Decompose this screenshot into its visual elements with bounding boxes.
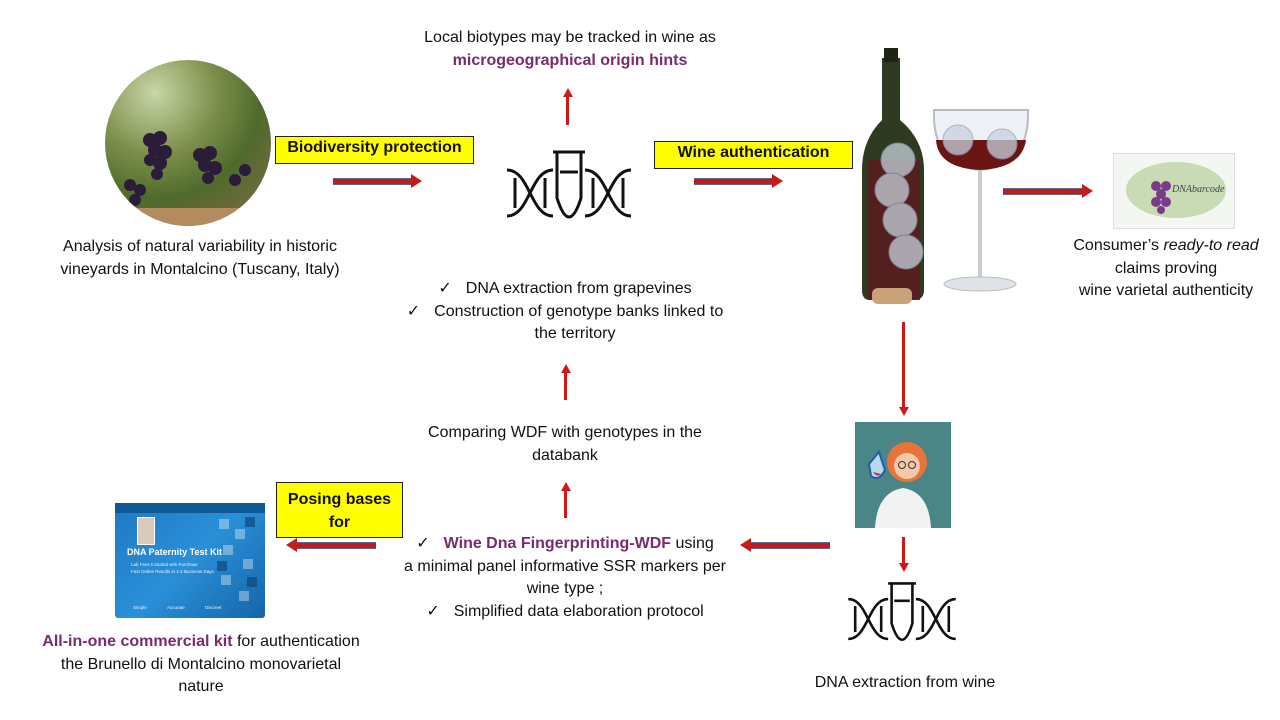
arrow-up-lower xyxy=(560,482,571,518)
dna-kit-box: DNA Paternity Test Kit Lab Fees Included… xyxy=(115,503,265,618)
kit-caption-line3: nature xyxy=(178,678,224,695)
wdf-line2: a minimal panel informative SSR markers … xyxy=(404,557,726,575)
compare-line2: databank xyxy=(532,446,598,464)
kit-pattern xyxy=(217,517,257,601)
kit-bullet-1: Lab Fees Included with Purchase xyxy=(131,562,198,567)
posing-bases-label: Posing bases for xyxy=(276,482,403,538)
check-item-1-text: DNA extraction from grapevines xyxy=(465,280,692,297)
wine-authentication-label: Wine authentication xyxy=(654,141,853,169)
kit-caption-line2: the Brunello di Montalcino monovarietal xyxy=(60,655,342,673)
consumer-italic: ready-to read xyxy=(1163,237,1259,254)
top-note-highlight: microgeographical origin hints xyxy=(452,51,688,69)
arrow-up-middle xyxy=(560,364,571,400)
check-icon: ✓ xyxy=(438,280,452,297)
arrow-wine-down xyxy=(898,322,909,416)
posing-line2: for xyxy=(328,514,351,531)
top-note-line1: Local biotypes may be tracked in wine as xyxy=(424,29,716,46)
dna-tube-icon-top xyxy=(506,150,632,219)
wine-bottle-glass-image xyxy=(862,40,1052,308)
wdf-block: ✓ Wine Dna Fingerprinting-WDF using a min… xyxy=(375,533,755,623)
kit-bullet-2: Fast Online Results in 1-2 Business Days xyxy=(131,569,214,574)
center-checklist: ✓ DNA extraction from grapevines ✓ Constru… xyxy=(375,278,755,346)
grape-clusters xyxy=(105,131,271,226)
arrow-wdf-to-kit xyxy=(286,537,376,552)
check-item-2-text: Construction of genotype banks linked to xyxy=(434,302,724,320)
kit-caption-highlight: All-in-one commercial kit xyxy=(42,633,233,650)
kit-foot-1: Simple xyxy=(133,605,147,610)
biodiversity-label: Biodiversity protection xyxy=(275,136,474,164)
scientist-image xyxy=(855,422,951,528)
consumer-line3: wine varietal authenticity xyxy=(1078,282,1254,299)
wdf-highlight: Wine Dna Fingerprinting-WDF xyxy=(443,535,672,552)
kit-foot-3: Discreet xyxy=(205,605,222,610)
check-icon: ✓ xyxy=(416,535,430,552)
arrow-wine-to-logo xyxy=(1003,183,1093,198)
posing-line1: Posing bases xyxy=(287,491,392,508)
vineyard-caption-line1: Analysis of natural variability in histo… xyxy=(63,238,337,255)
arrow-scientist-to-wdf xyxy=(740,537,830,552)
grape-logo-icon xyxy=(1151,181,1171,214)
consumer-caption: Consumer’s ready-to read claims proving … xyxy=(1045,235,1280,303)
consumer-prefix: Consumer’s xyxy=(1073,237,1164,254)
dna-tube-icon-bottom xyxy=(848,582,956,642)
vineyard-caption: Analysis of natural variability in histo… xyxy=(30,236,370,281)
arrow-up-top xyxy=(562,88,573,125)
wine-dna-caption: DNA extraction from wine xyxy=(814,674,996,691)
arrow-scientist-down xyxy=(898,537,909,572)
kit-title: DNA Paternity Test Kit xyxy=(127,547,223,557)
check-item-2: ✓ Construction of genotype banks linked t… xyxy=(375,301,755,324)
kit-caption-suffix: for authentication xyxy=(232,633,360,650)
arrow-vineyard-to-dna xyxy=(333,173,422,188)
kit-foot-2: Accurate xyxy=(167,605,185,610)
check-icon: ✓ xyxy=(426,602,440,620)
compare-text: Comparing WDF with genotypes in the data… xyxy=(385,422,745,467)
wdf-line1: ✓ Wine Dna Fingerprinting-WDF using xyxy=(375,533,755,556)
dna-logo: DNAbarcode xyxy=(1113,153,1235,229)
check-item-1: ✓ DNA extraction from grapevines xyxy=(375,278,755,301)
wdf-line3: wine type ; xyxy=(526,580,604,597)
consumer-line2: claims proving xyxy=(1114,259,1218,277)
top-note: Local biotypes may be tracked in wine as… xyxy=(370,27,770,72)
wdf-item2: ✓ Simplified data elaboration protocol xyxy=(375,601,755,624)
vineyard-caption-line2: vineyards in Montalcino (Tuscany, Italy) xyxy=(60,260,340,278)
wdf-suffix: using xyxy=(671,535,714,552)
compare-line1: Comparing WDF with genotypes in the xyxy=(428,424,702,441)
kit-caption: All-in-one commercial kit for authentica… xyxy=(15,631,387,699)
check-item-2-line2: the territory xyxy=(534,325,616,342)
arrow-dna-to-wine xyxy=(694,173,783,188)
check-icon: ✓ xyxy=(406,302,421,320)
scientist-illustration xyxy=(855,422,951,528)
logo-text: DNAbarcode xyxy=(1172,184,1225,195)
vineyard-photo xyxy=(105,60,271,226)
wdf-item2-text: Simplified data elaboration protocol xyxy=(453,602,704,620)
